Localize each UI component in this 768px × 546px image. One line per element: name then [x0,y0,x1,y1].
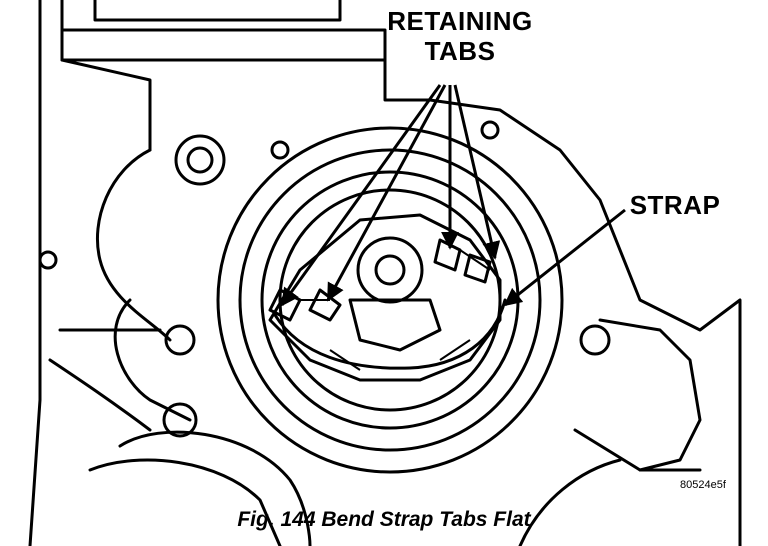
figure-caption: Fig. 144 Bend Strap Tabs Flat [237,508,531,531]
differential-assembly [268,213,502,382]
strap-label: STRAP [630,190,721,220]
figure-code: 80524e5f [680,479,727,491]
retaining-label-line1: RETAINING [387,6,533,36]
transmission-housing [28,0,742,546]
strap [273,298,507,370]
strap-arrow [503,208,626,307]
retaining-tabs-arrows [280,84,501,307]
retaining-label-line2: TABS [425,36,496,66]
